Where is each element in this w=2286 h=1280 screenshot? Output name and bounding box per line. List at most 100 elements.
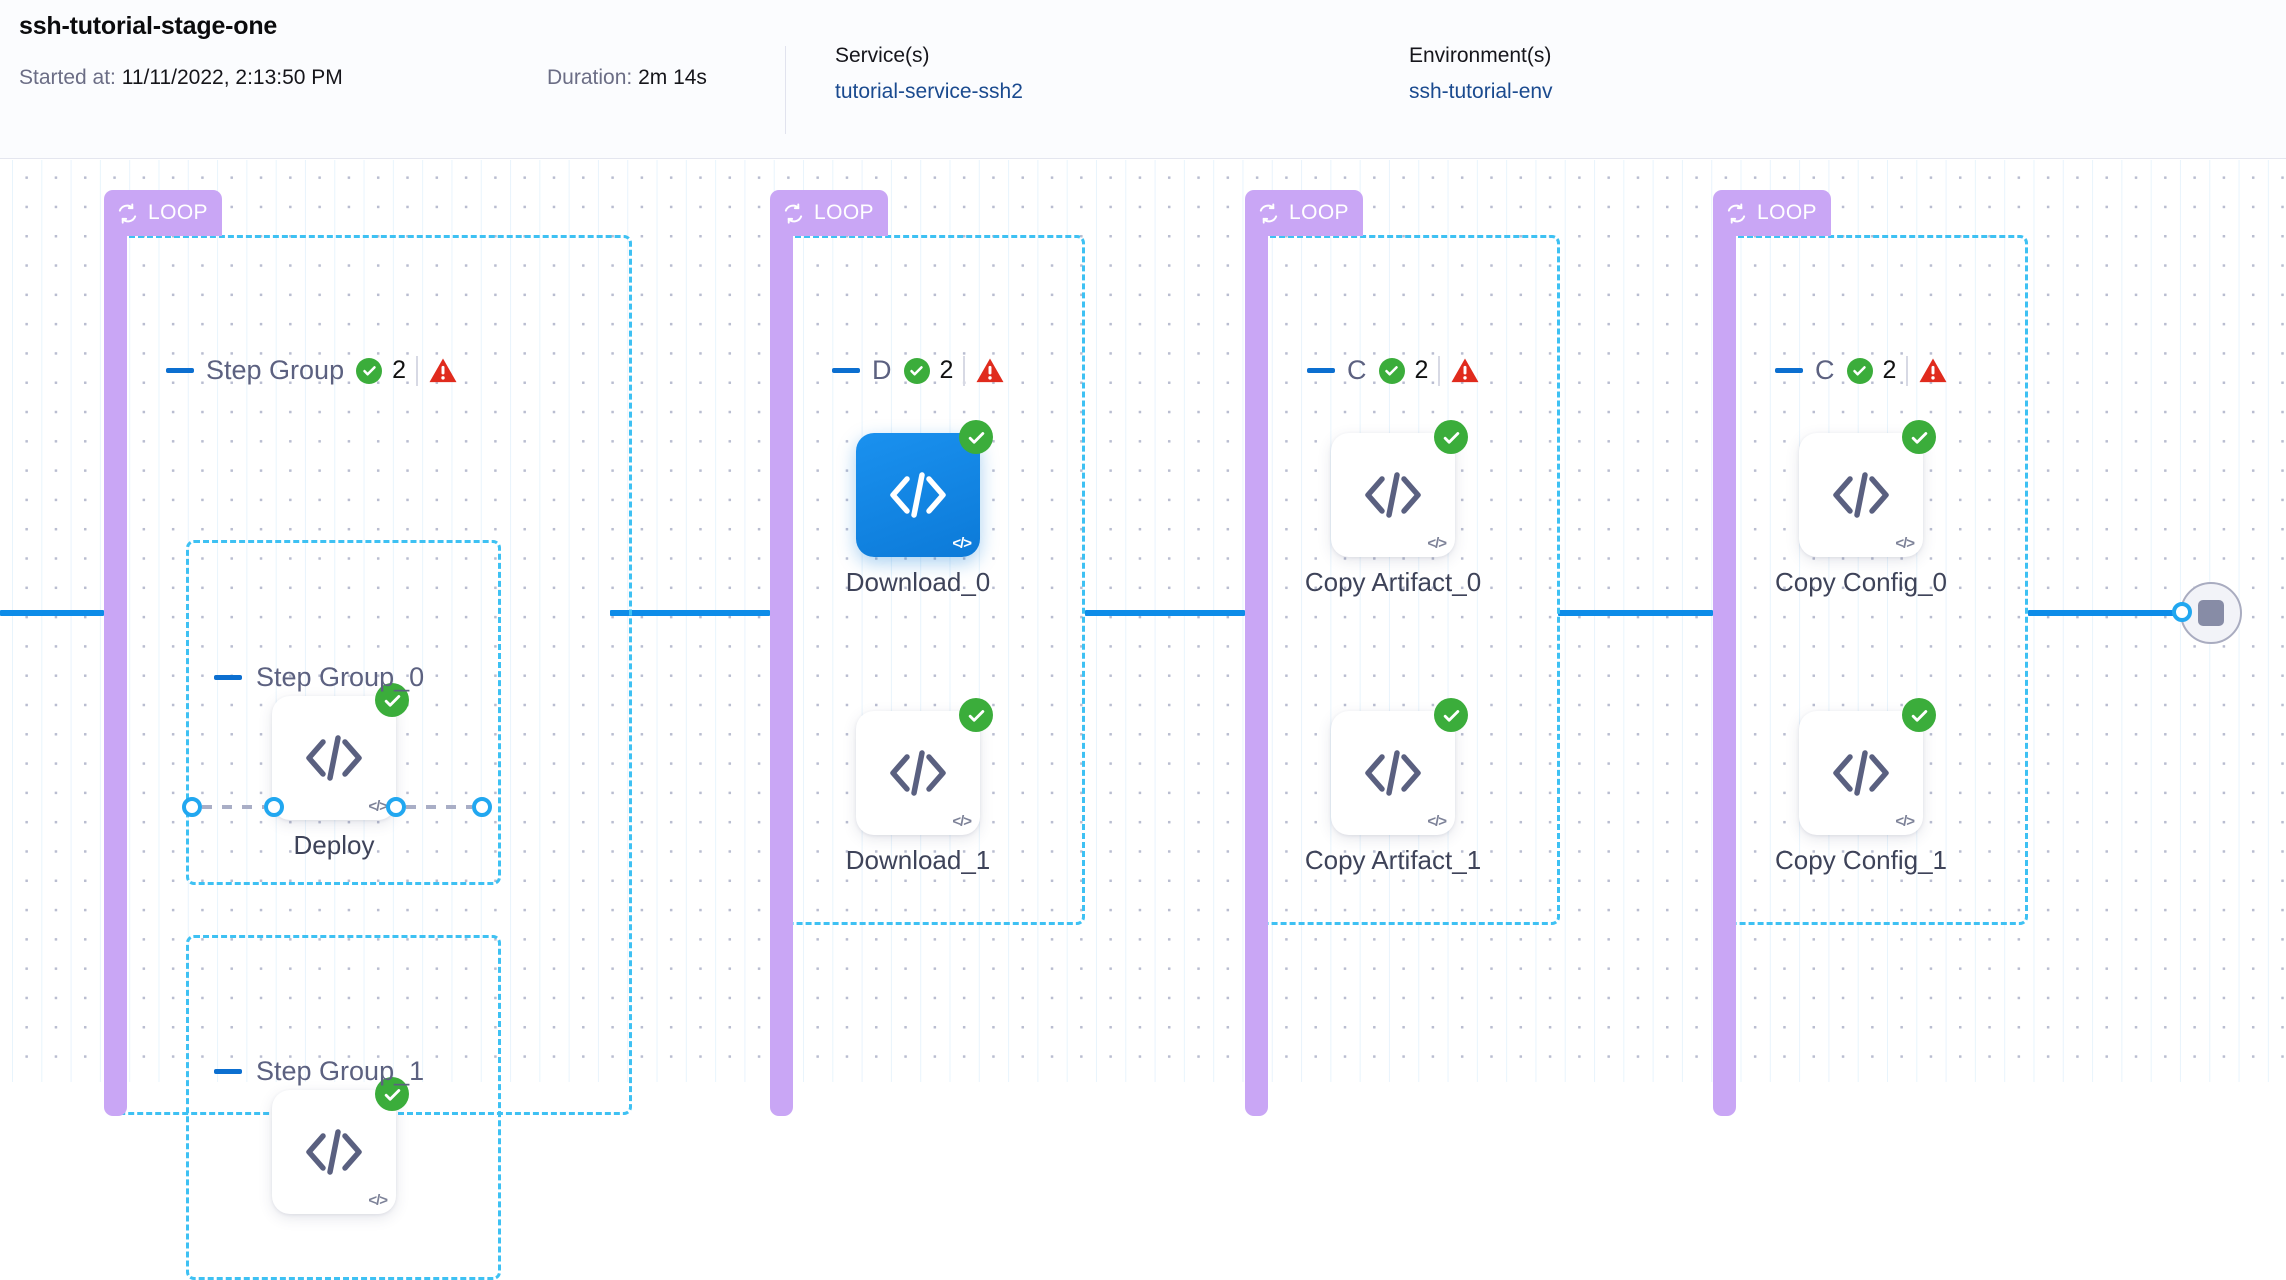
node-label: Download_0 [845,567,991,597]
group-counts: 2 [1846,355,1949,386]
code-icon: </> [368,798,388,815]
status-badge-success [1434,698,1468,732]
node-download-1[interactable]: </> Download_1 [846,698,993,875]
loop-left-bar [1245,236,1268,1116]
loop-left-bar [104,236,127,1116]
loop-badge: LOOP [1245,190,1363,236]
code-icon [1365,472,1421,518]
service-link[interactable]: tutorial-service-ssh2 [835,80,1023,103]
node-box[interactable]: </> [1799,698,1936,835]
node-copy-artifact-1[interactable]: </> Copy Artifact_1 [1305,698,1481,875]
stop-square-icon [2198,600,2224,626]
page-title: ssh-tutorial-stage-one [19,12,278,40]
status-badge-success [1902,420,1936,454]
minus-icon[interactable] [832,368,860,373]
loop-badge-label: LOOP [814,201,874,224]
services-heading: Service(s) [835,44,930,67]
substep-header-1[interactable]: Step Group_1 [214,1056,424,1087]
port-left-inner[interactable] [264,797,284,817]
node-copy-artifact-0[interactable]: </> Copy Artifact_0 [1305,420,1481,597]
minus-icon[interactable] [214,1069,242,1074]
node-label: Copy Artifact_1 [1304,845,1482,875]
port-left-outer[interactable] [182,797,202,817]
status-badge-success [1902,698,1936,732]
group-header-download[interactable]: D 2 [832,355,1005,386]
minus-icon[interactable] [1307,368,1335,373]
node-label: Copy Artifact_0 [1304,567,1482,597]
connector-line-2 [1085,610,1245,616]
warning-triangle-icon [976,358,1004,383]
code-icon: </> [368,1192,388,1209]
group-header-copy-config[interactable]: C 2 [1775,355,1948,386]
substep-header-0[interactable]: Step Group_0 [214,662,424,693]
code-icon [890,750,946,796]
connector-line-start [0,610,104,616]
node-box[interactable]: </> [272,1077,409,1214]
code-icon [1365,750,1421,796]
loop-left-bar [770,236,793,1116]
started-at-label: Started at: [19,66,116,89]
count-divider [1906,355,1909,386]
port-right-outer[interactable] [472,797,492,817]
code-icon: </> [1895,813,1915,830]
success-check-icon [356,357,383,384]
loop-badge-label: LOOP [148,201,208,224]
node-deploy-1[interactable]: </> [272,1077,409,1214]
code-icon [306,735,362,781]
connector-line-end [2028,610,2191,616]
minus-icon[interactable] [214,675,242,680]
group-counts: 2 [356,355,458,386]
substep-boundary-0 [186,540,501,885]
loop-left-bar [1713,236,1736,1116]
status-badge-success [375,683,409,717]
started-at: Started at: 11/11/2022, 2:13:50 PM [19,66,343,90]
port-right-inner[interactable] [386,797,406,817]
code-icon [1833,472,1889,518]
loop-badge: LOOP [1713,190,1831,236]
group-name: C [1815,355,1835,385]
loop-badge: LOOP [104,190,222,236]
success-check-icon [1378,357,1405,384]
node-box[interactable]: </> [272,683,409,820]
loop-icon [1257,202,1280,225]
minus-icon[interactable] [166,368,194,373]
node-box[interactable]: </> [856,698,993,835]
environment-link[interactable]: ssh-tutorial-env [1409,80,1553,103]
connector-line-1 [610,610,770,616]
node-copy-config-1[interactable]: </> Copy Config_1 [1775,698,1947,875]
loop-icon [1725,202,1748,225]
environments-column: Environment(s) ssh-tutorial-env [1409,44,1553,104]
node-download-0[interactable]: </> Download_0 [846,420,993,597]
count-divider [1438,355,1441,386]
services-column: Service(s) tutorial-service-ssh2 [835,44,1023,104]
group-header-copy-artifact[interactable]: C 2 [1307,355,1480,386]
code-icon: </> [952,813,972,830]
code-icon [1833,750,1889,796]
node-box[interactable]: </> [1799,420,1936,557]
node-box[interactable]: </> [1331,698,1468,835]
code-icon [306,1129,362,1175]
node-box[interactable]: </> [1331,420,1468,557]
minus-icon[interactable] [1775,368,1803,373]
substep-name: Step Group_1 [256,1056,425,1086]
group-header-step-group[interactable]: Step Group 2 [166,355,458,386]
node-box[interactable]: </> [856,420,993,557]
warning-triangle-icon [429,358,457,383]
node-label: Download_1 [845,845,991,875]
dashed-link-left [202,805,264,809]
stage-header: ssh-tutorial-stage-one Started at: 11/11… [0,0,2286,159]
code-icon: </> [952,535,972,552]
node-copy-config-0[interactable]: </> Copy Config_0 [1775,420,1947,597]
port-end-left[interactable] [2172,602,2192,622]
connector-line-3 [1558,610,1713,616]
node-deploy[interactable]: </> Deploy [272,683,409,860]
warning-triangle-icon [1919,358,1947,383]
loop-icon [782,202,805,225]
success-count: 2 [392,356,406,384]
group-name: Step Group [206,355,345,385]
success-count: 2 [1414,356,1429,384]
pipeline-canvas[interactable]: LOOP Step Group 2 Ste [0,160,2286,1280]
started-at-value: 11/11/2022, 2:13:50 PM [121,66,343,89]
success-count: 2 [939,356,954,384]
loop-badge: LOOP [770,190,888,236]
